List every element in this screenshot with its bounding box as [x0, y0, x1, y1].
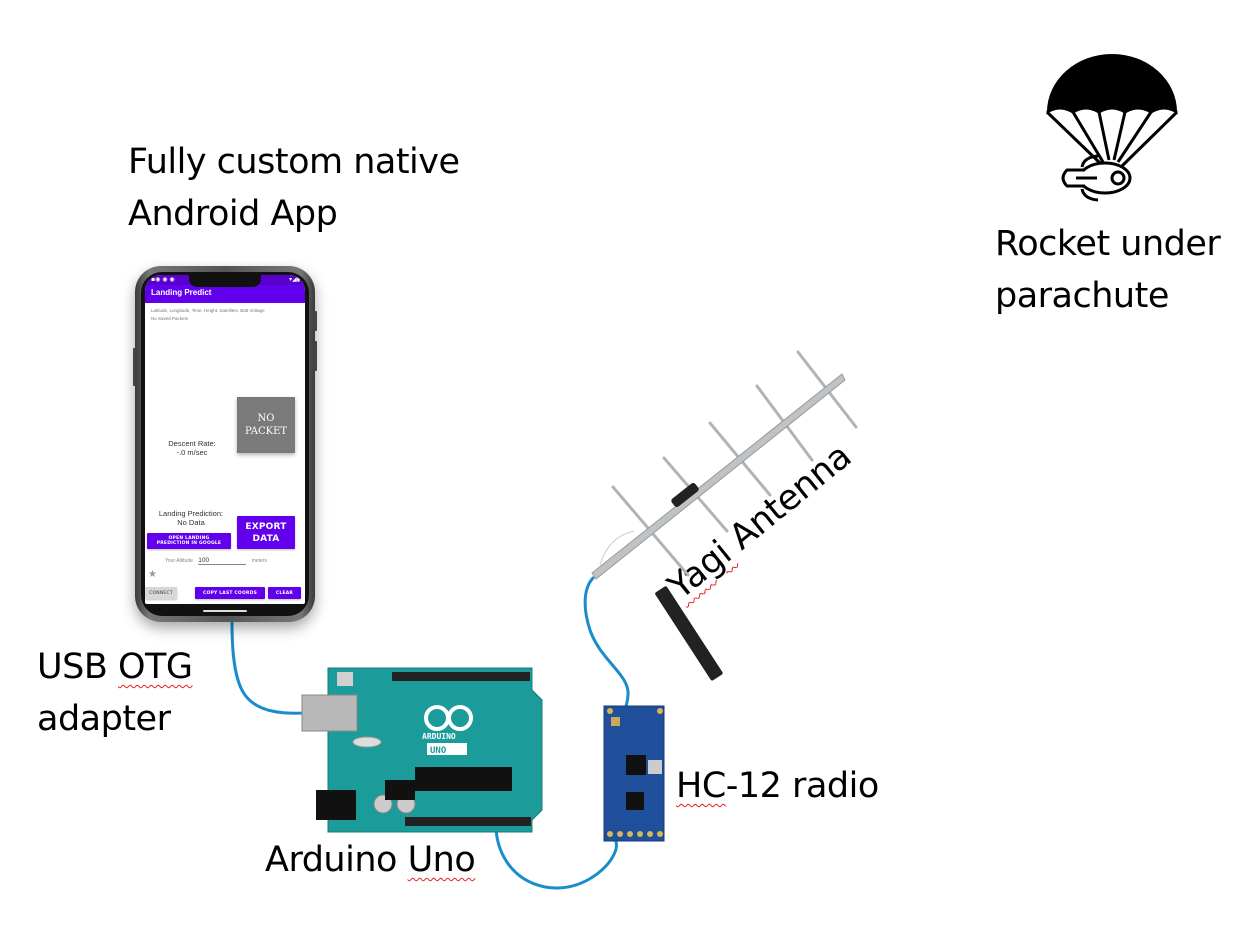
altitude-label: Your Altitude: [165, 558, 193, 564]
wire-arduino-to-hc12: [494, 823, 618, 890]
star-icon[interactable]: ★: [148, 569, 157, 580]
label-arduino: Arduino Uno: [265, 834, 476, 886]
label-android-app: Fully custom native Android App: [128, 136, 460, 240]
dc-jack: [316, 790, 356, 820]
wire-antenna-to-hc12: [583, 576, 630, 726]
descent-rate: Descent Rate: -.0 m/sec: [153, 439, 231, 457]
descent-rate-label: Descent Rate:: [168, 439, 216, 448]
app-title: Landing Predict: [151, 288, 212, 297]
landing-prediction: Landing Prediction: No Data: [149, 509, 233, 527]
phone-bezel: ▪◉ ◉ ◉ ▾◢▮ Landing Predict Latitude, Lon…: [141, 272, 309, 616]
packet-header-fields: Latitude, Longitude, Time, Height, Satel…: [151, 308, 265, 313]
clear-button[interactable]: CLEAR: [268, 587, 301, 599]
atmega-chip: [415, 767, 512, 791]
descent-rate-value: -.0 m/sec: [176, 448, 208, 457]
label-rocket: Rocket under parachute: [995, 218, 1221, 322]
packet-status-line1: NO: [257, 413, 275, 424]
label-arduino-text: Arduino: [265, 840, 408, 880]
label-hc12-rest: -12 radio: [725, 766, 879, 806]
phone-notch: [189, 275, 261, 287]
label-uno-text: Uno: [407, 840, 476, 880]
connect-button[interactable]: CONNECT: [145, 587, 177, 599]
landing-prediction-value: No Data: [177, 518, 205, 527]
altitude-input[interactable]: 100: [198, 557, 247, 565]
label-usb-otg-line1: USB OTG: [37, 641, 193, 693]
label-android-app-line2: Android App: [128, 194, 338, 234]
arduino-rev-text: R3: [454, 746, 465, 756]
landing-prediction-label: Landing Prediction:: [158, 509, 224, 518]
home-indicator: [203, 610, 247, 612]
arduino-model-text: UNO: [430, 746, 447, 756]
label-hc12: HC-12 radio: [676, 760, 879, 812]
altitude-unit: meters: [251, 558, 267, 564]
arduino-brand-text: ARDUINO: [422, 732, 456, 741]
label-usb-text: USB: [37, 647, 118, 687]
open-google-line2: PREDICTION IN GOOGLE: [156, 541, 222, 546]
label-otg-text: OTG: [117, 647, 193, 687]
label-hc-text: HC: [676, 766, 726, 806]
saved-packets-text: No Saved Packets: [151, 316, 189, 321]
packet-status-line2: PACKET: [244, 426, 288, 437]
label-android-app-line1: Fully custom native: [128, 142, 460, 182]
label-rocket-line2: parachute: [995, 276, 1169, 316]
altitude-row: Your Altitude 100 meters: [165, 557, 267, 565]
status-icons-left: ▪◉ ◉ ◉: [151, 276, 175, 283]
arduino-uno-board: UNO R3 ARDUINO: [301, 667, 543, 833]
copy-last-coords-button[interactable]: COPY LAST COORDS: [195, 587, 265, 599]
export-line2: DATA: [252, 533, 280, 544]
phone-power-button: [314, 311, 317, 331]
yagi-antenna-icon: [591, 350, 858, 681]
open-google-line1: OPEN LANDING: [168, 535, 210, 541]
packet-status-indicator: NO PACKET: [237, 397, 295, 453]
status-icons-right: ▾◢▮: [289, 276, 300, 283]
android-phone: ▪◉ ◉ ◉ ▾◢▮ Landing Predict Latitude, Lon…: [133, 266, 317, 622]
app-bar: Landing Predict: [145, 285, 305, 303]
phone-side-button: [314, 341, 317, 371]
app-screen: ▪◉ ◉ ◉ ▾◢▮ Landing Predict Latitude, Lon…: [145, 275, 305, 604]
label-rocket-line1: Rocket under: [995, 224, 1221, 264]
phone-volume-button: [133, 348, 136, 386]
usb-b-port: [301, 694, 358, 732]
hc12-radio-module: [603, 705, 665, 842]
open-google-button[interactable]: OPEN LANDING PREDICTION IN GOOGLE: [147, 533, 231, 549]
label-usb-otg: USB OTG adapter: [37, 641, 193, 745]
parachute-rocket-icon: [1045, 54, 1179, 202]
export-data-button[interactable]: EXPORT DATA: [237, 516, 295, 549]
wire-phone-to-usb: [230, 621, 308, 715]
label-usb-otg-line2: adapter: [37, 699, 171, 739]
export-line1: EXPORT: [245, 521, 287, 532]
